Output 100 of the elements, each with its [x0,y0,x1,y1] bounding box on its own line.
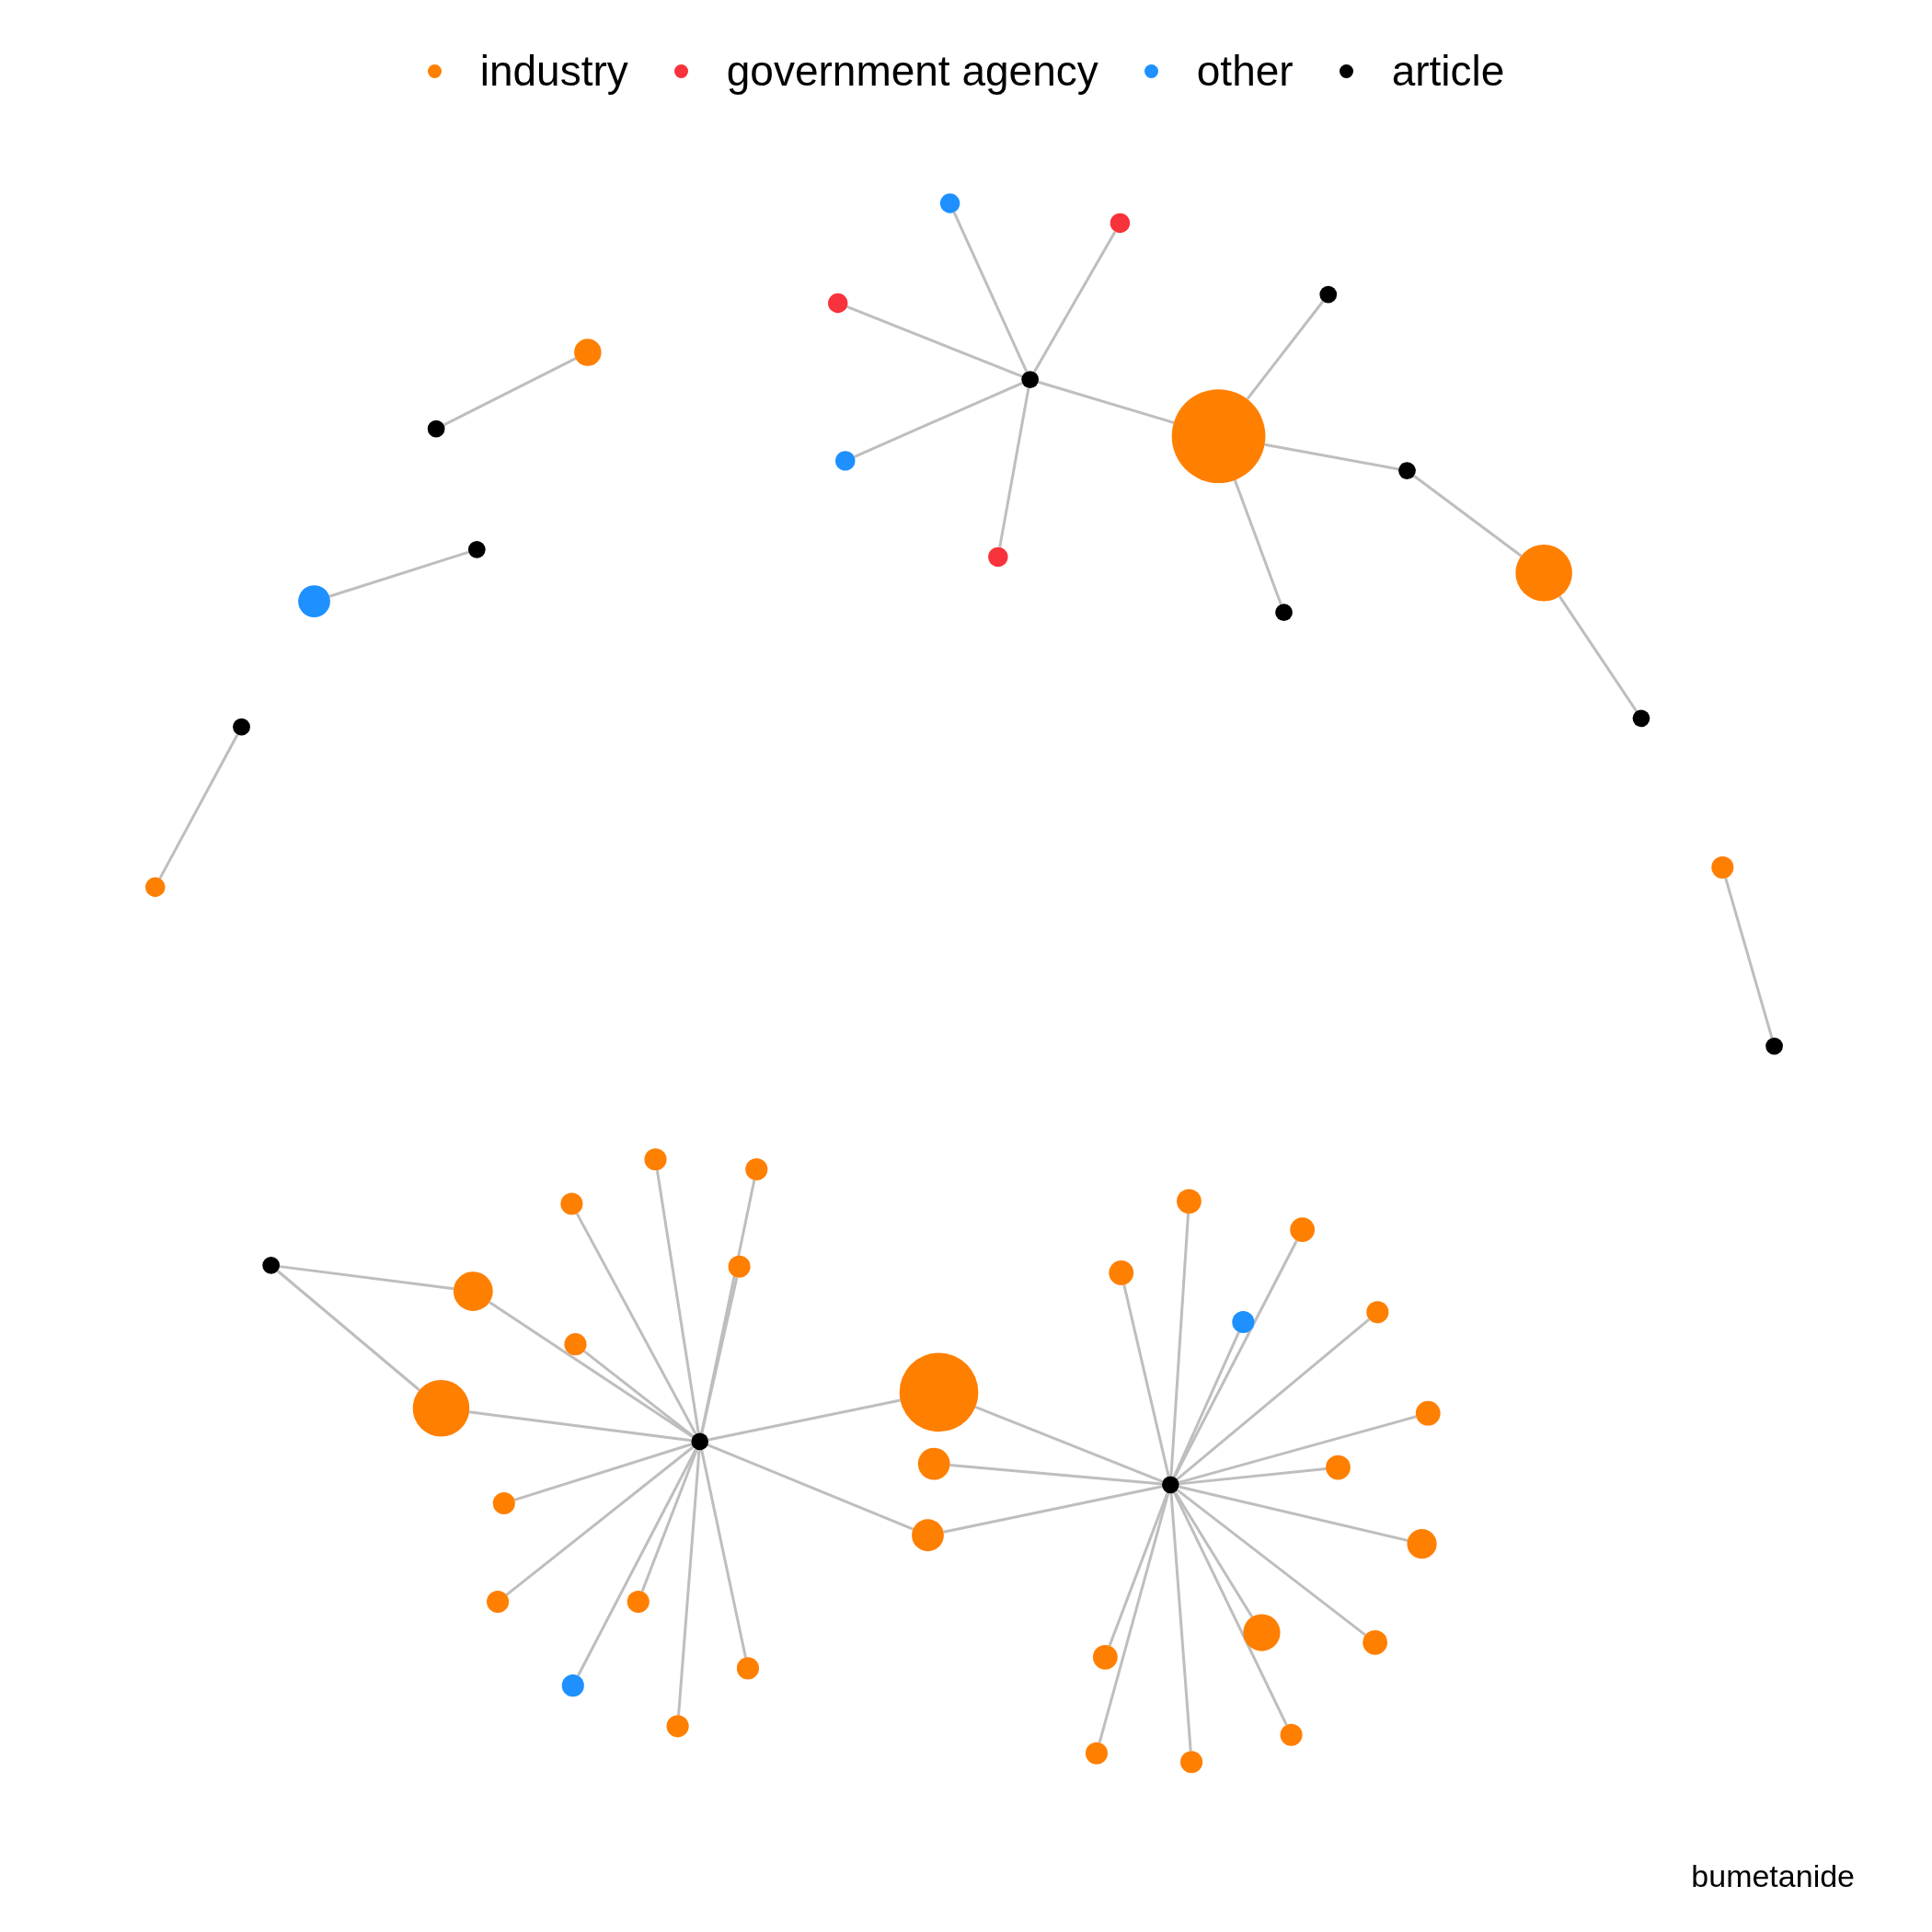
network-node-dot [728,1255,751,1278]
network-node-dot [487,1591,510,1614]
network-link [1038,380,1175,424]
network-node-dot [560,1192,583,1215]
network-link [1169,1493,1192,1752]
network-link [1173,1491,1254,1618]
network-node-dot [145,877,166,897]
network-node-dot [1415,1400,1441,1426]
network-node-dot [1171,389,1266,483]
network-link [489,1301,694,1439]
network-node-dot [1290,1217,1315,1242]
network-link [1173,1491,1288,1726]
network-link [468,1410,692,1443]
network-link [952,212,1029,373]
network-node-dot [644,1148,667,1171]
network-link [1122,1284,1170,1478]
network-link [974,1405,1164,1483]
network-link [1176,1317,1371,1480]
network-node-dot [1180,1751,1203,1774]
network-node-dot [1515,544,1572,602]
network-link [443,357,577,427]
chart-note: bumetanide [1691,1858,1855,1893]
network-link [998,387,1030,548]
network-node-dot [1280,1723,1303,1746]
network-link [1264,443,1399,471]
network-link [700,1449,747,1658]
network-link [677,1450,701,1716]
network-node-dot [1177,1189,1202,1214]
network-link [1178,1415,1417,1484]
network-node-dot [1326,1455,1351,1480]
network-node-dot [1319,285,1338,304]
network-link [583,1350,695,1438]
network-link [707,1443,914,1531]
network-link [513,1443,693,1501]
network-link [846,305,1023,378]
network-link [640,1449,698,1593]
network-link [1098,1492,1170,1743]
network-link [655,1169,700,1433]
network-link [853,381,1023,458]
network-node-dot [1021,371,1039,388]
network-link [707,1398,901,1442]
network-node-dot [828,293,848,314]
network-link [1233,479,1282,605]
legend-label: industry [479,46,628,96]
network-node-dot [627,1591,650,1614]
network-node-dot [427,420,445,438]
network-link [1173,1239,1298,1478]
legend-label: other [1196,46,1294,96]
network-node-dot [412,1380,470,1437]
network-node-dot [666,1715,689,1738]
network-link [949,1464,1163,1486]
network-node-dot [1711,856,1734,879]
network-link [276,1270,420,1392]
network-link [1558,595,1638,712]
network-node-dot [574,339,602,366]
network-link [943,1485,1163,1534]
network-node-dot [939,193,960,213]
network-node-dot [1232,1311,1255,1334]
network-link [1179,1466,1327,1486]
network-link [700,1179,756,1434]
network-link [1413,475,1523,558]
network-node-dot [736,1657,759,1680]
network-link [577,1448,697,1677]
network-link [279,1265,454,1291]
network-node-dot [1085,1742,1108,1765]
network-link [1179,1485,1409,1542]
network-link [328,550,469,598]
network-node-dot [1398,462,1416,479]
network-link [700,1277,739,1434]
network-node-dot [1110,213,1131,234]
network-node-dot [262,1257,280,1274]
network-node-dot [745,1157,768,1181]
network-link [1724,878,1774,1039]
network-node-dot [1243,1614,1281,1651]
network-link [1246,300,1325,400]
legend-label: government agency [726,46,1098,96]
network-node-dot [1632,709,1650,728]
network-node-dot [1407,1529,1437,1559]
network-node-dot [1765,1037,1783,1055]
network-node-dot [835,451,856,471]
network-link [575,1213,697,1435]
network-link [505,1445,695,1596]
network-node-dot [298,585,330,617]
network-link [1176,1489,1366,1637]
network-link [1108,1492,1169,1647]
network-link [1172,1331,1240,1478]
network-node-dot [1363,1629,1388,1655]
network-node-dot [912,1519,944,1552]
network-node-dot [1109,1260,1134,1285]
network-link [158,733,239,880]
network-node-dot [453,1271,493,1311]
network-node-dot [564,1333,587,1356]
network-node-dot [899,1352,979,1432]
network-node-dot [1092,1644,1118,1670]
network-node-dot [988,546,1008,568]
network-node-dot [1275,604,1293,621]
network-link [1033,230,1117,374]
network-node-dot [561,1674,584,1697]
network-node-dot [691,1432,709,1451]
network-node-dot [1366,1301,1389,1324]
